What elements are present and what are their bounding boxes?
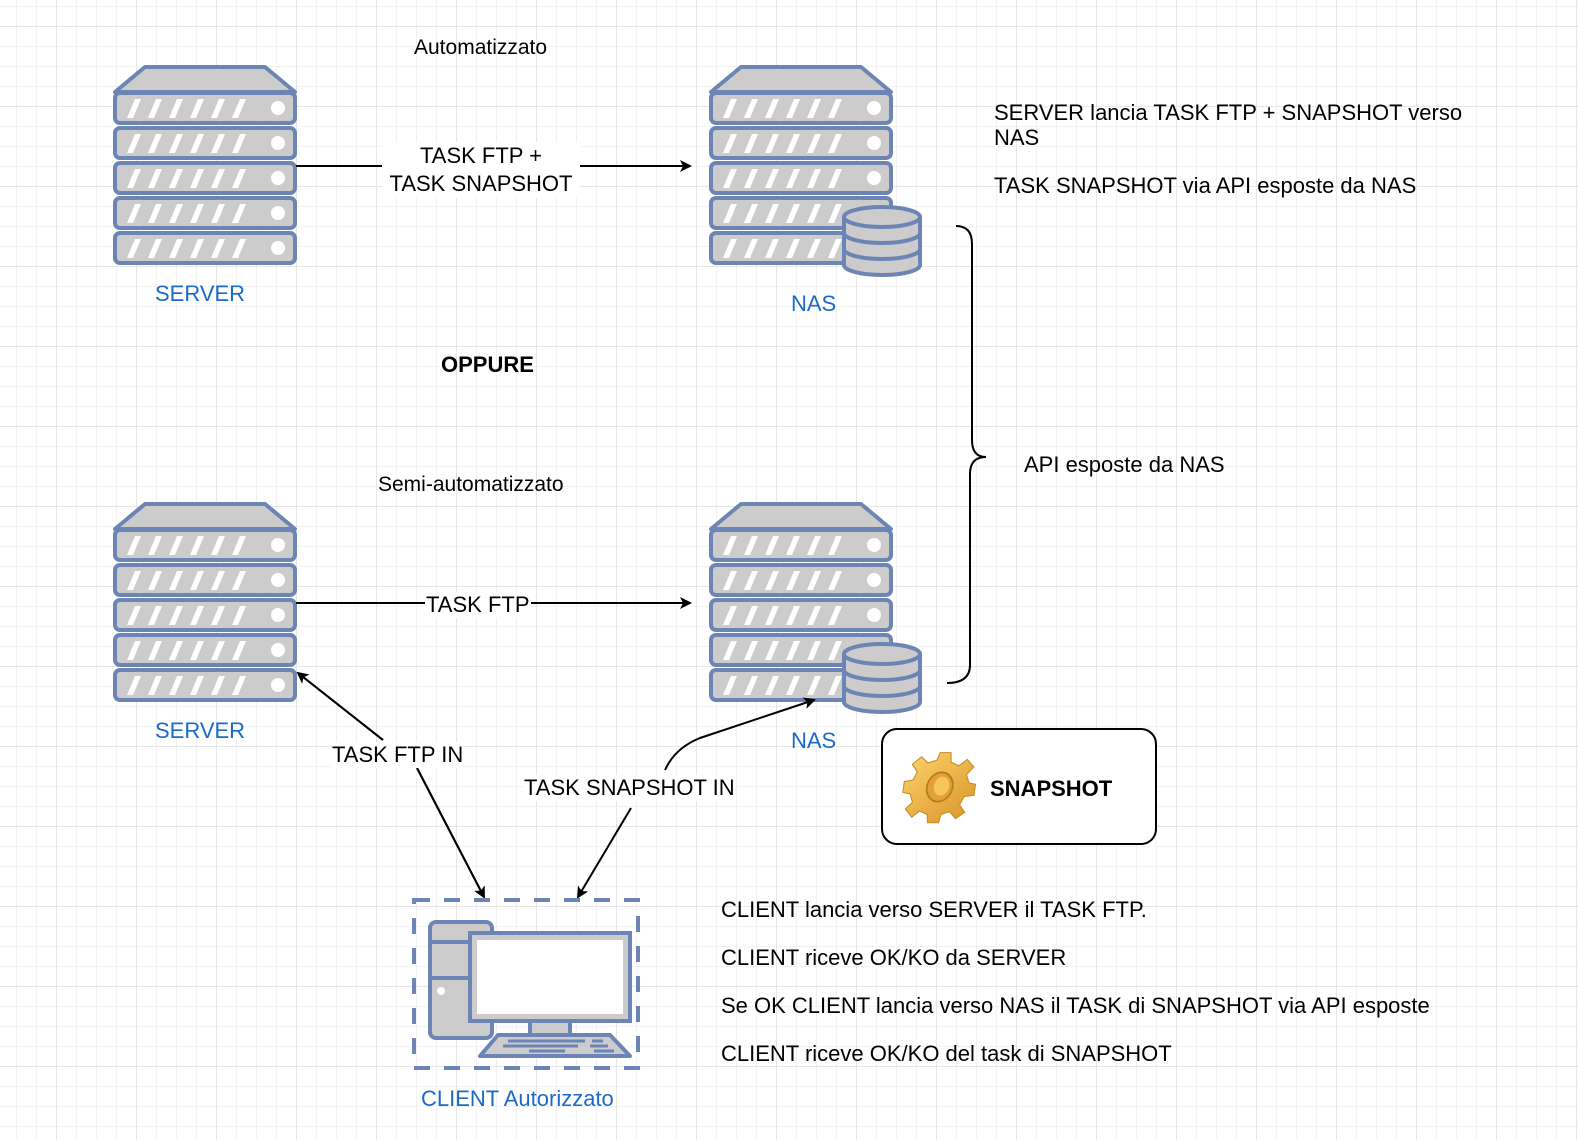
edge-label-line2: TASK SNAPSHOT (389, 171, 573, 196)
server-icon-semi[interactable] (115, 504, 295, 700)
curly-brace (946, 225, 987, 684)
edge-label-task-ftp: TASK FTP (425, 592, 531, 618)
server-icon-automated[interactable] (115, 67, 295, 263)
arrow-to-client-ftp (416, 767, 485, 899)
separator-oppure: OPPURE (441, 352, 534, 377)
nas-icon-automated[interactable] (711, 67, 922, 277)
note-line: CLIENT lancia verso SERVER il TASK FTP. (721, 897, 1147, 922)
title-automated: Automatizzato (414, 36, 548, 59)
nas-label-automated: NAS (791, 291, 837, 316)
client-dashed-frame (412, 898, 640, 1070)
arrow-to-client-snapshot (576, 807, 632, 899)
title-semi: Semi-automatizzato (378, 473, 564, 496)
snapshot-label: SNAPSHOT (990, 776, 1113, 801)
edge-client-to-nas-snapshot[interactable] (664, 697, 816, 771)
edge-label-task-snapshot-in: TASK SNAPSHOT IN (524, 775, 735, 801)
server-label-semi: SERVER (155, 718, 246, 743)
note-line: CLIENT riceve OK/KO del task di SNAPSHOT (721, 1041, 1172, 1066)
server-label-automated: SERVER (155, 281, 246, 306)
edge-label-task-ftp-in: TASK FTP IN (332, 742, 464, 768)
snapshot-box[interactable]: SNAPSHOT (881, 728, 1157, 845)
edge-label-line1: TASK FTP + (419, 143, 543, 168)
brace-label: API esposte da NAS (1024, 452, 1225, 477)
note-line: NAS (994, 125, 1040, 150)
note-line: CLIENT riceve OK/KO da SERVER (721, 945, 1067, 970)
note-line: Se OK CLIENT lancia verso NAS il TASK di… (721, 993, 1430, 1018)
nas-icon-semi[interactable] (711, 504, 922, 714)
edge-client-to-server-ftp[interactable] (297, 672, 485, 898)
notes-automated: SERVER lancia TASK FTP + SNAPSHOT verso … (994, 100, 1462, 198)
client-computer-icon[interactable] (412, 898, 640, 1070)
nas-label-semi: NAS (791, 728, 837, 753)
edge-label-ftp-snapshot: TASK FTP + TASK SNAPSHOT (382, 142, 580, 198)
database-icon (842, 642, 922, 714)
client-label: CLIENT Autorizzato (421, 1086, 614, 1111)
arrow-to-server (296, 671, 384, 741)
note-line: TASK SNAPSHOT via API esposte da NAS (994, 173, 1417, 198)
database-icon (842, 205, 922, 277)
notes-semi: CLIENT lancia verso SERVER il TASK FTP. … (721, 897, 1430, 1067)
note-line: SERVER lancia TASK FTP + SNAPSHOT verso (994, 100, 1463, 125)
gear-icon (902, 752, 977, 824)
